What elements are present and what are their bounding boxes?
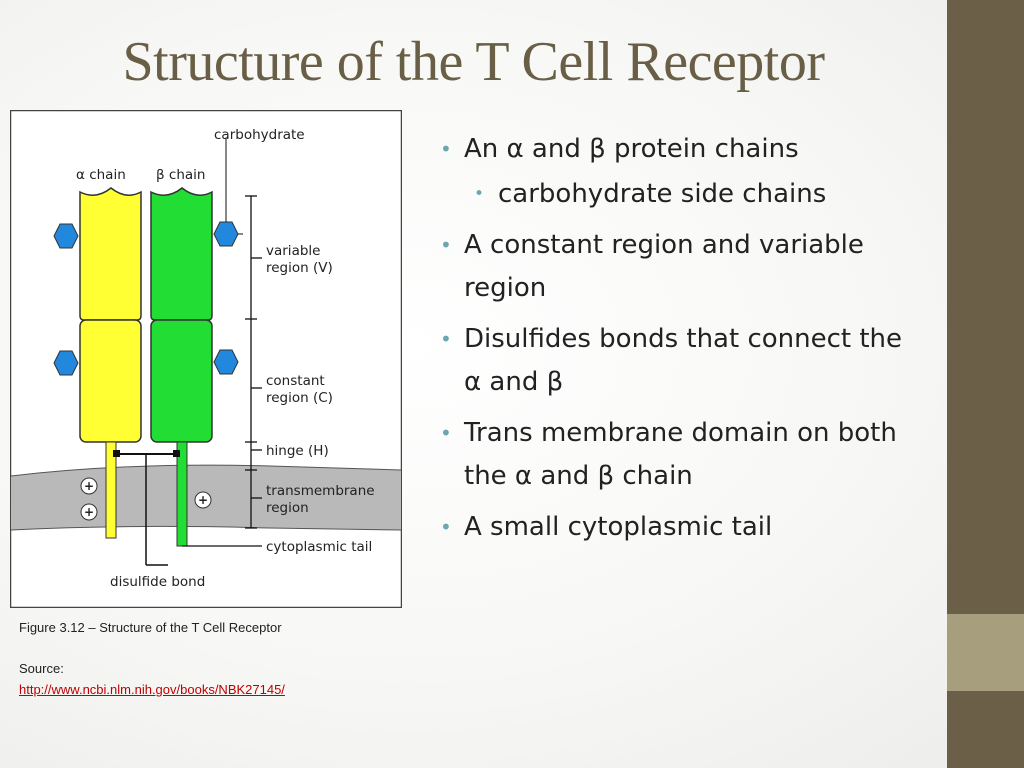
carbohydrate-icon [53,223,79,249]
carbohydrate-icon [53,350,79,376]
beta-constant-domain [150,319,213,443]
bullet-item: •Trans membrane domain on both the α and… [438,412,918,498]
label-disulfide-bond: disulfide bond [110,574,205,590]
bullet-dot-icon: • [440,137,452,161]
label-hinge: hinge (H) [266,443,329,459]
alpha-constant-domain [79,319,142,443]
bullet-list: •An α and β protein chains •carbohydrate… [438,128,918,557]
label-variable-region: region (V) [266,260,333,276]
slide-sidebar-accent [947,614,1024,691]
source-link[interactable]: http://www.ncbi.nlm.nih.gov/books/NBK271… [19,682,285,697]
label-alpha-chain: α chain [76,167,126,183]
plus-charge: + [84,479,94,493]
bullet-item: •Disulfides bonds that connect the α and… [438,318,918,404]
bullet-subitem: •carbohydrate side chains [438,173,918,216]
label-beta-chain: β chain [156,167,205,183]
alpha-variable-domain [79,187,142,321]
beta-transmembrane [176,441,188,547]
label-constant: constant [266,373,325,389]
label-constant-region: region (C) [266,390,333,406]
tcr-diagram: carbohydrate α chain β chain variable re… [10,110,402,608]
figure-caption: Figure 3.12 – Structure of the T Cell Re… [19,620,282,635]
source-label: Source: [19,661,64,676]
label-transmembrane: transmembrane [266,483,375,499]
bullet-dot-icon: • [474,184,485,204]
label-cytoplasmic-tail: cytoplasmic tail [266,539,372,555]
plus-charge: + [198,493,208,507]
slide-title: Structure of the T Cell Receptor [122,31,825,93]
bullet-dot-icon: • [440,327,452,351]
beta-variable-domain [150,187,213,321]
bullet-dot-icon: • [440,515,452,539]
bullet-item: •A small cytoplasmic tail [438,506,918,549]
label-carbohydrate: carbohydrate [214,127,305,143]
label-transmembrane-region: region [266,500,309,516]
alpha-transmembrane [105,441,117,539]
bullet-item: •An α and β protein chains [438,128,918,171]
bullet-dot-icon: • [440,421,452,445]
bullet-dot-icon: • [440,233,452,257]
carbohydrate-icon [213,349,239,375]
plus-charge: + [84,505,94,519]
bullet-item: •A constant region and variable region [438,224,918,310]
label-variable: variable [266,243,320,259]
